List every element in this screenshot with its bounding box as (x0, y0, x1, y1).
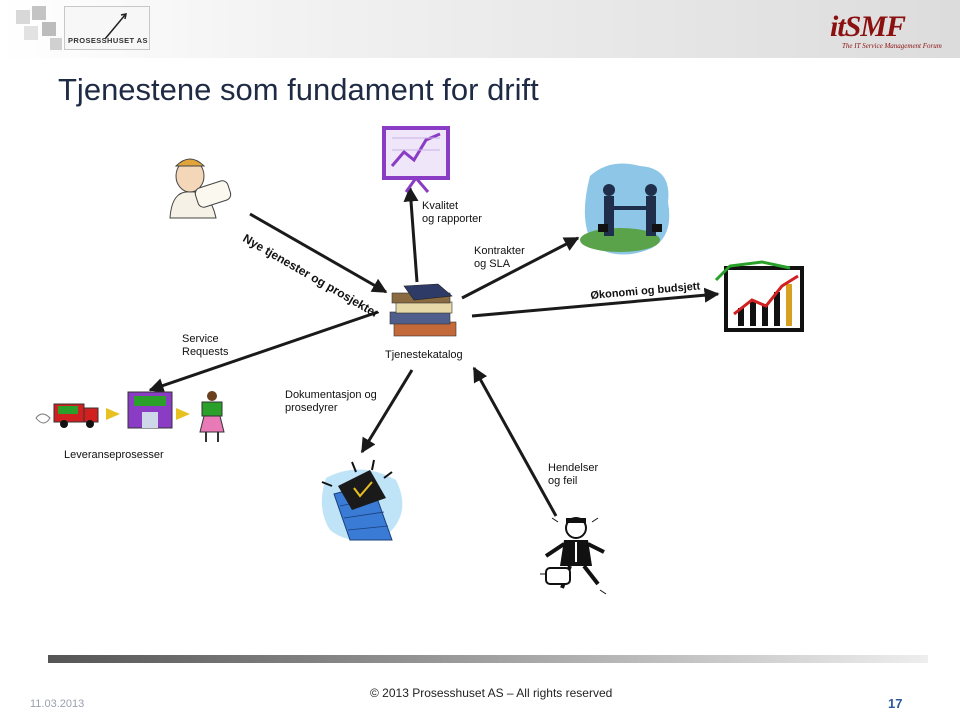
books-icon (389, 283, 457, 337)
page-number: 17 (888, 696, 903, 711)
itsmf-logo-subtitle: The IT Service Management Forum (842, 42, 942, 50)
footer-date: 11.03.2013 (30, 698, 85, 710)
footer-bar (48, 655, 928, 663)
label-service-catalog: Tjenestekatalog (385, 349, 463, 361)
prosesshuset-logo-box (64, 6, 150, 50)
arrow-contracts (461, 236, 580, 300)
arrow-quality (403, 186, 419, 283)
label-service-requests: Service Requests (182, 333, 229, 358)
header-bar (0, 0, 960, 58)
budget-chart-icon (714, 260, 804, 332)
label-incidents: Hendelser og feil (548, 462, 599, 487)
prosesshuset-logo-text: PROSESSHUSET AS (68, 36, 148, 45)
arrow-new-services (249, 212, 388, 294)
arrow-service-requests (148, 310, 379, 393)
arrow-documentation (360, 369, 414, 454)
logo-arrow-icon (104, 13, 127, 40)
itsmf-logo: itSMF (830, 10, 906, 43)
label-documentation: Dokumentasjon og prosedyrer (285, 389, 377, 414)
handshake-icon (580, 163, 670, 255)
label-delivery: Leveranseprosesser (64, 449, 164, 461)
arrow-incidents (472, 366, 558, 517)
prosesshuset-logo (16, 6, 62, 50)
page-title: Tjenestene som fundament for drift (58, 72, 539, 107)
footer-copyright: © 2013 Prosesshuset AS – All rights rese… (370, 686, 613, 700)
delivery-trucks-icon (35, 391, 225, 442)
documentation-building-icon (321, 459, 403, 541)
label-contracts: Kontrakter og SLA (474, 245, 525, 270)
arrow-economy (471, 287, 720, 318)
worker-blueprint-icon (169, 158, 232, 219)
stressed-man-icon (540, 517, 607, 595)
presentation-chart-icon (382, 126, 450, 193)
label-quality: Kvalitet og rapporter (422, 200, 482, 225)
